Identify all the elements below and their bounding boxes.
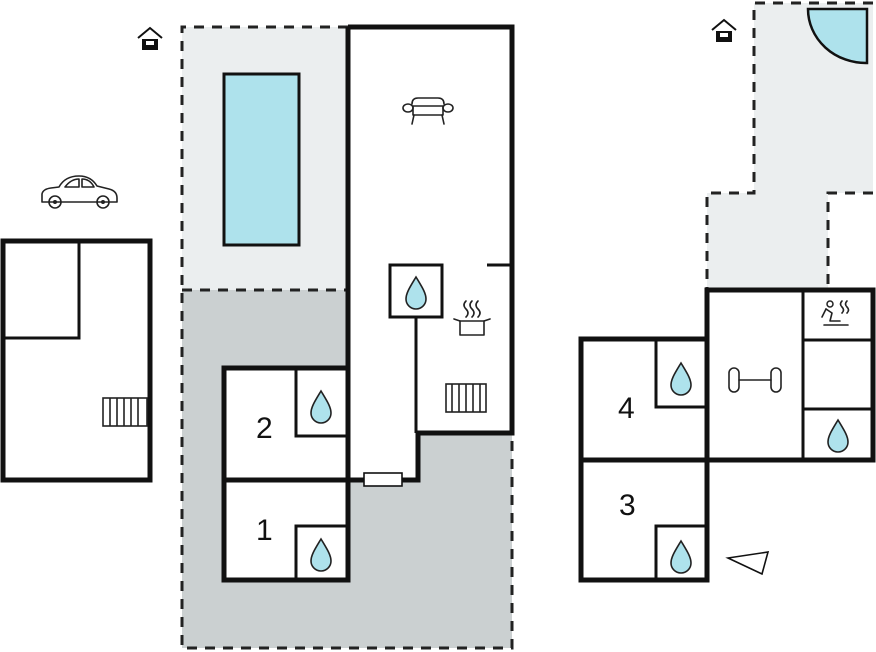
room-number-4: 4 xyxy=(618,392,635,425)
water-drop-icon xyxy=(827,419,849,453)
hallway xyxy=(350,430,416,478)
living-wing-wall-overlay xyxy=(345,24,515,483)
radiator-icon xyxy=(102,397,148,427)
dumbbell-icon xyxy=(728,367,782,393)
radiator-icon xyxy=(445,383,487,413)
water-drop-icon xyxy=(310,390,332,424)
bathroom-2-wall xyxy=(294,368,348,438)
water-drop-icon xyxy=(670,540,692,574)
spa-building-wall xyxy=(578,287,876,583)
garage-building xyxy=(0,238,153,483)
garage-room-wall xyxy=(3,241,81,340)
living-area xyxy=(350,29,510,431)
bathroom-4-wall xyxy=(654,339,707,409)
house-entrance-icon xyxy=(137,26,163,50)
courtyard xyxy=(182,290,512,648)
sauna-icon xyxy=(821,300,850,326)
bathroom-main xyxy=(388,263,444,319)
water-drop-icon xyxy=(310,538,332,572)
entry-door xyxy=(363,472,403,487)
cooking-pot-icon xyxy=(453,300,491,336)
bedrooms-block xyxy=(221,365,351,583)
sofa-icon xyxy=(402,97,454,125)
car-icon xyxy=(41,175,118,209)
room-number-2: 2 xyxy=(256,412,273,445)
spa-terrace-boundary-right xyxy=(826,191,873,290)
room-number-3: 3 xyxy=(619,489,636,522)
room-number-1: 1 xyxy=(256,514,273,547)
water-drop-icon xyxy=(670,362,692,396)
north-arrow-icon xyxy=(725,551,770,576)
spa-terrace-boundary xyxy=(705,1,873,290)
house-entrance-icon xyxy=(711,18,737,42)
outdoor-boundary xyxy=(180,25,514,650)
bathroom-3-wall xyxy=(654,524,707,580)
bathroom-1-wall xyxy=(294,524,348,580)
pool xyxy=(222,72,301,247)
spa-terrace xyxy=(707,3,873,290)
hot-tub xyxy=(806,7,869,65)
